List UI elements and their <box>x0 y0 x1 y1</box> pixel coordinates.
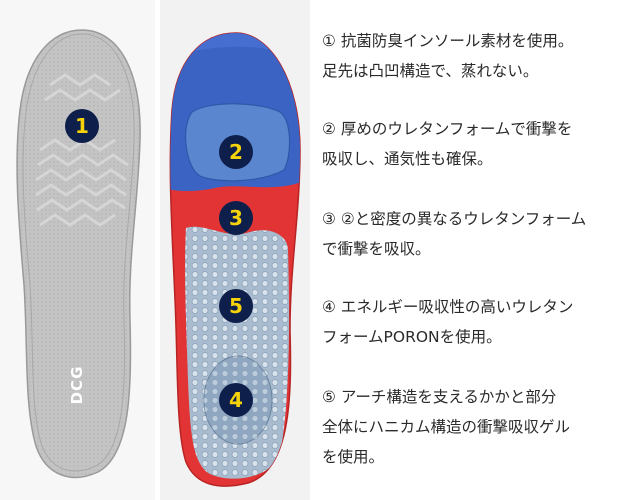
feature-5-line-2: 全体にハニカム構造の衝撃吸収ゲル <box>322 418 571 436</box>
marker-4-label: 4 <box>229 388 243 412</box>
feature-3-line-2: で衝撃を吸収。 <box>322 240 431 258</box>
insole-illustration: 1 DCG 2 3 <box>0 0 310 500</box>
marker-2-label: 2 <box>229 140 243 164</box>
marker-5-circle <box>219 289 253 323</box>
brand-label: DCG <box>68 366 86 405</box>
feature-item-4: ④ エネルギー吸収性の高いウレタン フォームPORONを使用。 <box>322 292 634 352</box>
marker-1-label: 1 <box>75 114 89 138</box>
marker-2-circle <box>219 135 253 169</box>
insole-bottom-view: 2 3 5 4 <box>169 32 301 487</box>
feature-item-2: ② 厚めのウレタンフォームで衝撃を 吸収し、通気性も確保。 <box>322 114 634 174</box>
marker-5-label: 5 <box>229 294 243 318</box>
feature-list: ① 抗菌防臭インソール素材を使用。 足先は凸凹構造で、蒸れない。 ② 厚めのウレ… <box>322 26 634 500</box>
feature-5-line-1: ⑤ アーチ構造を支えるかかと部分 <box>322 388 557 406</box>
marker-3-circle <box>219 201 253 235</box>
feature-item-1: ① 抗菌防臭インソール素材を使用。 足先は凸凹構造で、蒸れない。 <box>322 26 634 86</box>
feature-5-line-3: を使用。 <box>322 448 385 466</box>
feature-item-3: ③ ②と密度の異なるウレタンフォーム で衝撃を吸収。 <box>322 204 634 264</box>
feature-2-line-2: 吸収し、通気性も確保。 <box>322 150 493 168</box>
feature-item-5: ⑤ アーチ構造を支えるかかと部分 全体にハニカム構造の衝撃吸収ゲル を使用。 <box>322 382 634 472</box>
feature-3-line-1: ③ ②と密度の異なるウレタンフォーム <box>322 210 587 228</box>
feature-4-line-2: フォームPORONを使用。 <box>322 328 502 346</box>
insole-photo: 1 DCG 2 3 <box>0 0 310 500</box>
feature-1-line-1: ① 抗菌防臭インソール素材を使用。 <box>322 32 574 50</box>
feature-4-line-1: ④ エネルギー吸収性の高いウレタン <box>322 298 574 316</box>
feature-2-line-1: ② 厚めのウレタンフォームで衝撃を <box>322 120 573 138</box>
insole-top-view: 1 DCG <box>16 29 141 479</box>
feature-1-line-2: 足先は凸凹構造で、蒸れない。 <box>322 62 539 80</box>
marker-3-label: 3 <box>229 206 243 230</box>
marker-4-circle <box>219 383 253 417</box>
marker-1-circle <box>65 109 99 143</box>
